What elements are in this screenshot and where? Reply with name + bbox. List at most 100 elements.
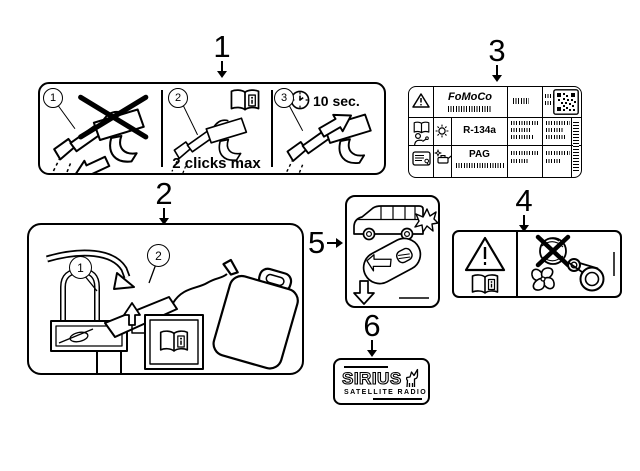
grid-line <box>571 117 573 177</box>
callout-5-number: 5 <box>308 225 326 260</box>
grid-line <box>409 117 581 119</box>
barcode <box>511 128 531 132</box>
step-number: 1 <box>77 260 84 275</box>
callout-3-arrow-icon <box>492 65 502 83</box>
step-circle: 2 <box>168 88 188 108</box>
step-number: 2 <box>155 248 162 263</box>
panel-divider <box>161 90 163 167</box>
grid-line <box>409 145 581 147</box>
callout-5-arrow-icon <box>327 238 344 249</box>
grid-line <box>451 117 453 177</box>
certificate-icon <box>411 151 431 166</box>
barcode <box>448 106 492 112</box>
grid-line <box>542 87 544 177</box>
step-number: 3 <box>280 92 288 104</box>
panel-divider <box>516 232 518 296</box>
callout-6[interactable]: 6 <box>354 308 390 358</box>
barcode <box>513 98 529 104</box>
step-number: 1 <box>49 92 57 104</box>
divider <box>373 398 422 400</box>
grid-line <box>507 87 509 177</box>
cooling-fan-icon <box>531 267 555 291</box>
step-number: 2 <box>174 92 182 104</box>
sirius-tagline-text: SATELLITE RADIO <box>344 389 428 396</box>
callout-5[interactable]: 5 <box>308 225 344 260</box>
sirius-brand-text: SIRIUS <box>341 369 402 388</box>
cross-out-icon <box>78 94 149 140</box>
barcode <box>545 94 560 98</box>
barcode <box>511 151 538 155</box>
owner-manual-icon <box>413 121 430 134</box>
callout-4-arrow-icon <box>519 215 529 233</box>
fuel-nozzle-icon <box>285 113 372 173</box>
lubricant-text: PAG <box>469 149 490 160</box>
no-reach-icon <box>535 234 571 268</box>
sun-icon <box>435 124 449 138</box>
sirius-label[interactable]: SIRIUS SATELLITE RADIO <box>333 358 430 405</box>
qr-code <box>553 89 579 115</box>
arrow-up-left-icon <box>366 254 392 272</box>
refueling-diagram-art <box>46 249 299 373</box>
arrow-up-right-icon <box>318 113 352 138</box>
sirius-logo: SIRIUS <box>341 368 420 388</box>
barcode <box>546 135 567 139</box>
barcode <box>546 151 570 155</box>
barcode <box>546 159 561 163</box>
fan-warning-art <box>464 234 615 294</box>
step-circle: 1 <box>43 88 63 108</box>
clicks-caption: 2 clicks max <box>172 155 261 172</box>
callout-3[interactable]: 3 <box>479 33 515 83</box>
refueling-diagram-label[interactable]: 1 2 <box>27 223 304 375</box>
fuel-container-icon <box>212 258 299 370</box>
callout-3-number: 3 <box>488 33 506 68</box>
grid-line <box>433 87 435 177</box>
fuel-nozzle-icon <box>171 117 248 173</box>
owner-manual-icon <box>159 330 189 352</box>
fan-warning-label[interactable] <box>452 230 622 298</box>
arrow-up-icon <box>123 302 141 326</box>
step-circle: 3 <box>274 88 294 108</box>
funnel-icon <box>104 296 178 338</box>
barcode <box>511 135 534 139</box>
barcode <box>546 128 564 132</box>
callout-2-number: 2 <box>155 176 173 211</box>
barcode <box>573 122 579 172</box>
callout-4-number: 4 <box>515 183 533 218</box>
barcode <box>511 159 529 163</box>
barcode <box>511 121 538 125</box>
fuel-nozzle-icon <box>51 94 149 173</box>
step-circle: 1 <box>69 256 92 279</box>
callout-2-arrow-icon <box>159 208 169 226</box>
barcode <box>456 163 504 168</box>
callout-4[interactable]: 4 <box>506 183 542 233</box>
key-fob-icon <box>396 247 413 264</box>
star-burst-icon <box>414 208 438 233</box>
brand-text: FoMoCo <box>448 91 492 103</box>
barcode <box>545 101 555 105</box>
divider <box>344 366 388 368</box>
panel-divider <box>271 90 273 167</box>
ac-specification-label[interactable]: FoMoCo <box>408 86 582 178</box>
belt-drive-icon <box>567 258 605 292</box>
callout-1-number: 1 <box>213 29 231 64</box>
refrigerant-text: R-134a <box>463 125 496 136</box>
remote-start-art <box>353 205 438 305</box>
oil-can-icon <box>434 149 452 164</box>
dog-icon <box>405 368 418 388</box>
technician-icon <box>413 133 429 146</box>
duration-caption: 10 sec. <box>313 93 360 109</box>
arrow-down-icon <box>353 280 375 305</box>
van-icon <box>353 205 424 241</box>
callout-6-arrow-icon <box>367 340 377 358</box>
fuel-instructions-label[interactable]: 1 2 2 clicks max <box>38 82 386 175</box>
remote-start-label[interactable] <box>345 195 440 308</box>
step-circle: 2 <box>147 244 170 267</box>
callout-6-number: 6 <box>363 308 381 343</box>
warning-triangle-icon <box>412 93 430 108</box>
barcode <box>546 121 570 125</box>
callout-1-arrow-icon <box>217 61 227 79</box>
callout-2[interactable]: 2 <box>146 176 182 226</box>
callout-1[interactable]: 1 <box>204 29 240 79</box>
owner-manual-icon <box>471 274 499 294</box>
